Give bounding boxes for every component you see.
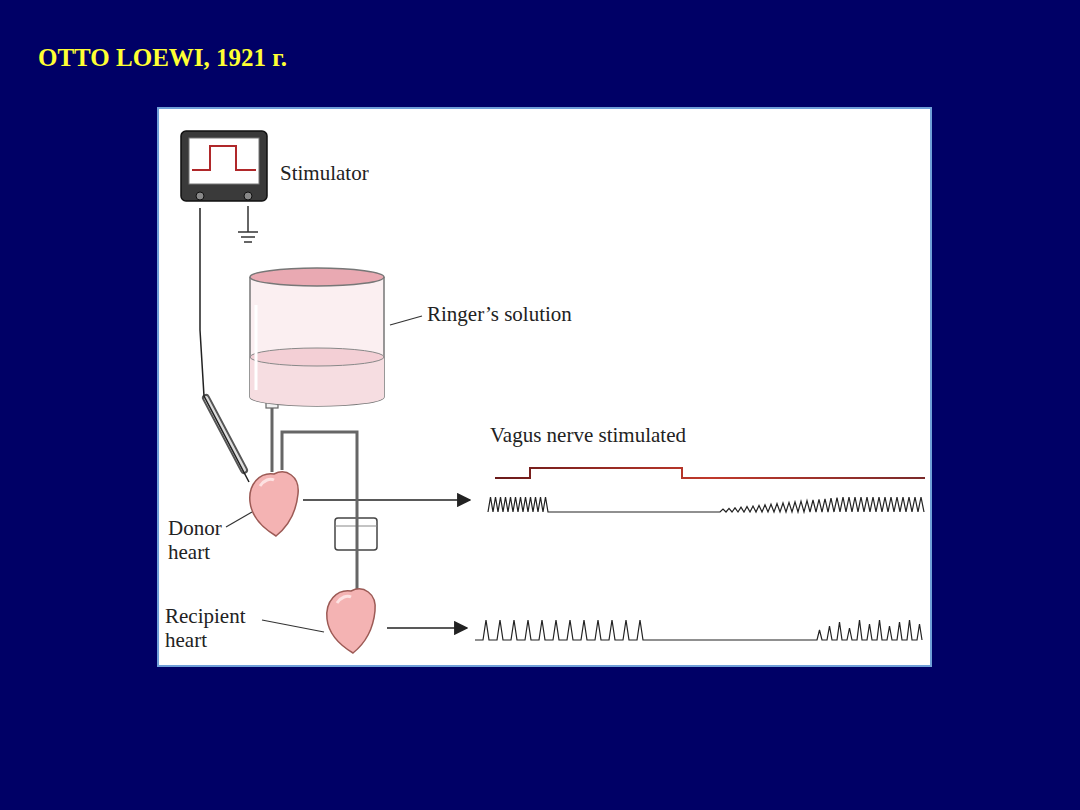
donor-trace	[488, 497, 924, 512]
donor-heart-outline	[246, 468, 302, 538]
recipient-heart: Recipient heart	[323, 585, 379, 655]
perfusion-tube	[271, 408, 274, 472]
slide-title: OTTO LOEWI, 1921 г.	[38, 44, 287, 72]
solution-label: Ringer’s solution	[427, 303, 572, 327]
beaker: Ringer’s solution	[248, 265, 386, 408]
recipient-trace	[475, 620, 922, 640]
donor-heart: Donor heart	[246, 468, 302, 538]
heart-label: Recipient heart	[165, 605, 265, 652]
trace-label: Vagus nerve stimulated	[490, 424, 686, 448]
ground-symbol	[238, 206, 258, 242]
stimulator-box: Stimulator	[180, 130, 268, 208]
stimulator-box-outline	[180, 130, 268, 208]
stimulator-wire	[200, 208, 249, 482]
recipient-heart-outline	[323, 585, 379, 655]
electrode	[206, 398, 244, 470]
stimulus-bar	[495, 468, 925, 478]
heart-label: Donor heart	[168, 517, 232, 564]
beaker-outline	[248, 265, 386, 408]
stimulator-label: Stimulator	[280, 162, 369, 186]
